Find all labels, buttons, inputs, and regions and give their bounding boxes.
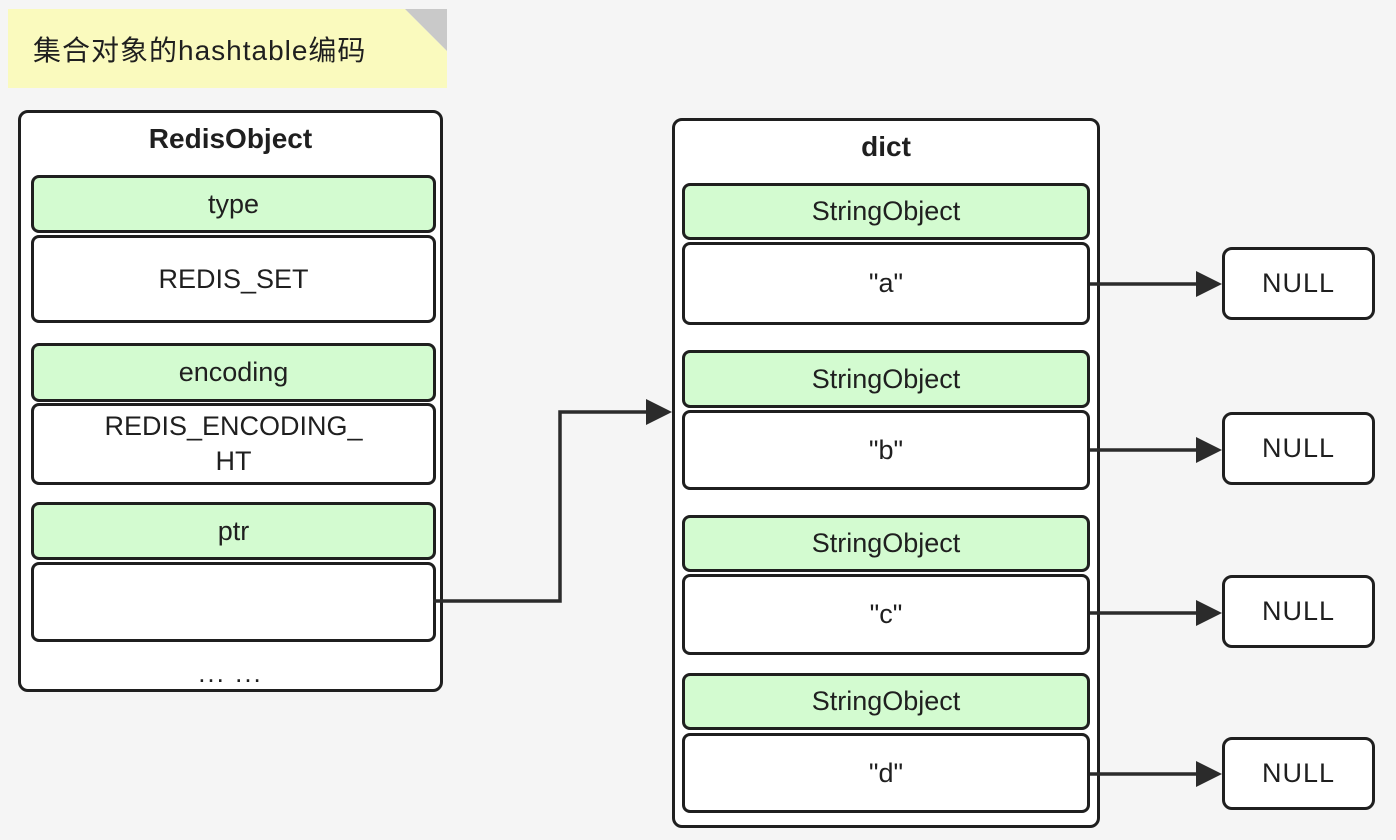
dict-entry-2-header: StringObject [682, 350, 1090, 408]
dict-entry-3-value: "c" [682, 574, 1090, 655]
dict-box: dict StringObject "a" StringObject "b" S… [672, 118, 1100, 828]
ptr-to-dict-arrow [433, 399, 672, 603]
dict-entry-3-header: StringObject [682, 515, 1090, 572]
entry-d-to-null-arrow [1090, 761, 1222, 787]
field-encoding-value: REDIS_ENCODING_ HT [31, 403, 436, 485]
entry-a-to-null-arrow [1090, 271, 1222, 297]
field-ptr-value [31, 562, 436, 642]
null-box-1: NULL [1222, 247, 1375, 320]
dict-entry-4-value: "d" [682, 733, 1090, 813]
sticky-note: 集合对象的hashtable编码 [8, 9, 447, 88]
redis-object-title: RedisObject [148, 123, 313, 154]
null-box-3: NULL [1222, 575, 1375, 648]
null-box-4: NULL [1222, 737, 1375, 810]
sticky-note-text: 集合对象的hashtable编码 [33, 34, 367, 66]
entry-c-to-null-arrow [1090, 600, 1222, 626]
redis-object-box: RedisObject type REDIS_SET encoding REDI… [18, 110, 443, 692]
dict-entry-2-value: "b" [682, 410, 1090, 490]
field-ptr-header: ptr [31, 502, 436, 560]
entry-b-to-null-arrow [1090, 437, 1222, 463]
dict-entry-1-value: "a" [682, 242, 1090, 325]
field-type-header: type [31, 175, 436, 233]
redis-object-ellipsis: ... ... [198, 658, 263, 688]
field-encoding-header: encoding [31, 343, 436, 402]
dict-entry-1-header: StringObject [682, 183, 1090, 240]
null-box-2: NULL [1222, 412, 1375, 485]
dict-entry-4-header: StringObject [682, 673, 1090, 730]
field-type-value: REDIS_SET [31, 235, 436, 323]
dict-title: dict [861, 131, 911, 162]
